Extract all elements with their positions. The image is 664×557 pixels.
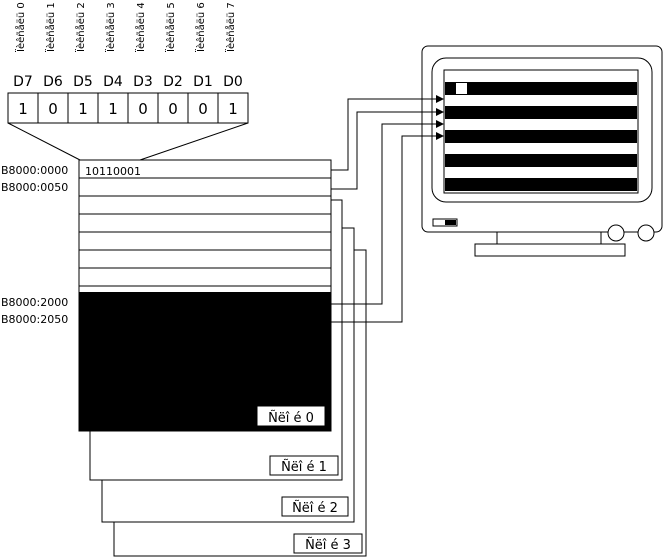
- bit-value-d2: 0: [168, 100, 178, 118]
- pixel-label-group: Ïèêñåëü 7 Ïèêñåëü 6 Ïèêñåëü 5 Ïèêñåëü 4 …: [14, 2, 237, 52]
- address-b8000-2000: B8000:2000: [1, 296, 68, 309]
- bit-register: [7, 92, 249, 124]
- bit-value-d4: 1: [108, 100, 118, 118]
- pixel-label-0: Ïèêñåëü 7: [224, 2, 237, 52]
- address-b8000-0050: B8000:0050: [1, 181, 68, 194]
- bit-name-d2: D2: [163, 74, 183, 90]
- monitor: [421, 45, 663, 257]
- bit-value-d5: 1: [78, 100, 88, 118]
- bit-value-d0: 1: [228, 100, 238, 118]
- bit-value-d1: 0: [198, 100, 208, 118]
- monitor-neck: [496, 231, 602, 245]
- layer-label-box-0: [256, 405, 326, 427]
- address-b8000-2050: B8000:2050: [1, 313, 68, 326]
- monitor-knob-left: [607, 224, 625, 242]
- layer-label-2: Ñëî é 2: [292, 500, 338, 516]
- first-byte-value: 10110001: [85, 165, 141, 178]
- pixel-label-6: Ïèêñåëü 1: [44, 2, 57, 52]
- monitor-base: [474, 243, 626, 257]
- bit-name-d7: D7: [13, 74, 33, 90]
- connector-row-3: [331, 132, 444, 323]
- connector-row-2: [331, 120, 444, 305]
- screen-lit-pixel: [456, 83, 467, 94]
- layer-label-box-1: [269, 455, 339, 476]
- bit-name-d3: D3: [133, 74, 153, 90]
- layer-label-box-2: [281, 496, 349, 517]
- layer-label-1: Ñëî é 1: [281, 459, 327, 475]
- bit-value-d3: 0: [138, 100, 148, 118]
- bit-value-d7: 1: [18, 100, 28, 118]
- layer-label-3: Ñëî é 3: [305, 537, 351, 553]
- layer-label-0: Ñëî é 0: [268, 410, 314, 426]
- bit-name-d6: D6: [43, 74, 63, 90]
- pixel-label-7: Ïèêñåëü 0: [14, 2, 27, 52]
- bit-name-d5: D5: [73, 74, 93, 90]
- bit-value-d6: 0: [48, 100, 58, 118]
- expand-line-left: [7, 122, 81, 161]
- bit-name-d1: D1: [193, 74, 213, 90]
- pixel-label-4: Ïèêñåëü 3: [104, 2, 117, 52]
- pixel-label-5: Ïèêñåëü 2: [74, 2, 87, 52]
- monitor-knob-right: [637, 224, 655, 242]
- bit-name-d4: D4: [103, 74, 123, 90]
- pixel-label-1: Ïèêñåëü 6: [194, 2, 207, 52]
- pixel-label-2: Ïèêñåëü 5: [164, 2, 177, 52]
- connector-row-0: [331, 95, 444, 171]
- memory-layer-0: [78, 159, 332, 432]
- connector-row-1: [331, 108, 444, 190]
- address-b8000-0000: B8000:0000: [1, 164, 68, 177]
- bit-name-d0: D0: [223, 74, 243, 90]
- pixel-label-3: Ïèêñåëü 4: [134, 2, 147, 52]
- expand-line-right: [139, 122, 249, 161]
- screen-scanlines: [445, 82, 637, 191]
- layer-label-box-3: [293, 533, 363, 554]
